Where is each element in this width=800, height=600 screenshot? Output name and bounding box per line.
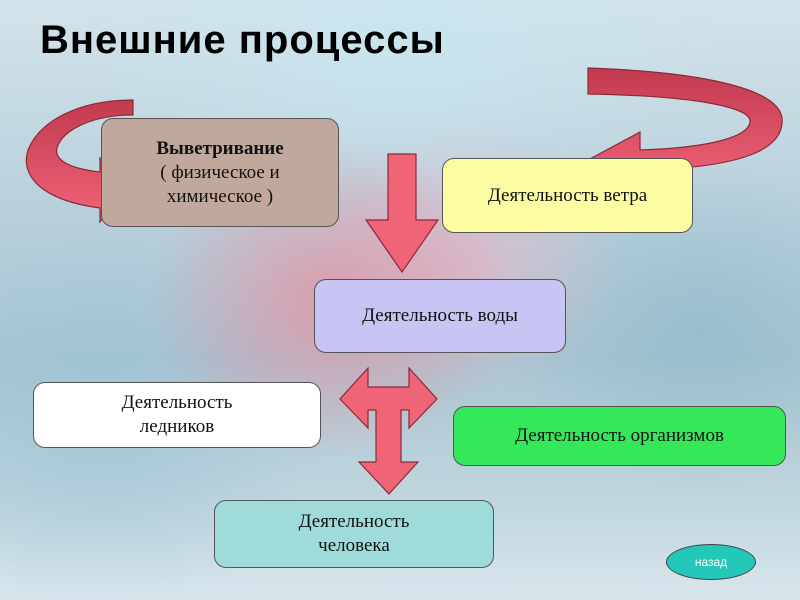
box-glaciers: Деятельность ледников — [33, 382, 321, 448]
page-title: Внешние процессы — [40, 18, 445, 62]
organisms-label: Деятельность организмов — [515, 425, 724, 446]
wind-label: Деятельность ветра — [487, 184, 648, 206]
weathering-line2: ( физическое и — [160, 161, 280, 183]
weathering-line3: химическое ) — [166, 185, 274, 207]
box-water: Деятельность воды — [314, 279, 566, 353]
glaciers-label: Деятельность ледников — [121, 392, 233, 437]
back-button-label: назад — [694, 554, 728, 569]
weathering-heading: Выветривание — [156, 137, 284, 159]
box-weathering: Выветривание ( физическое и химическое ) — [101, 118, 339, 227]
triple-arrow — [339, 366, 438, 495]
box-wind: Деятельность ветра — [442, 158, 693, 233]
box-organisms: Деятельность организмов — [453, 406, 786, 466]
back-button[interactable]: назад — [666, 544, 756, 580]
human-label: Деятельность человека — [298, 511, 410, 556]
water-label: Деятельность воды — [362, 305, 518, 326]
box-human: Деятельность человека — [214, 500, 494, 568]
down-arrow-water — [364, 153, 440, 274]
